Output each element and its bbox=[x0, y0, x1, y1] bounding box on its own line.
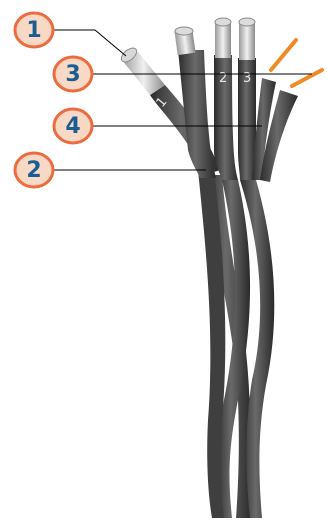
core-2-conductor bbox=[215, 22, 231, 58]
callout-4-label: 4 bbox=[51, 106, 95, 146]
callout-2-label: 2 bbox=[12, 150, 56, 190]
fiber-tip-b bbox=[292, 70, 322, 86]
callout-3: 3 bbox=[51, 54, 95, 94]
callout-1: 1 bbox=[12, 10, 56, 50]
core-3-conductor bbox=[239, 22, 255, 60]
callout-1-label: 1 bbox=[12, 10, 56, 50]
core-marking-2: 2 bbox=[219, 71, 227, 86]
callout-3-label: 3 bbox=[51, 54, 95, 94]
fiber-tip-a bbox=[271, 40, 296, 70]
callout-2: 2 bbox=[12, 150, 56, 190]
core-marking-3: 3 bbox=[243, 71, 251, 86]
callout-4: 4 bbox=[51, 106, 95, 146]
leader-line-1 bbox=[54, 30, 126, 56]
